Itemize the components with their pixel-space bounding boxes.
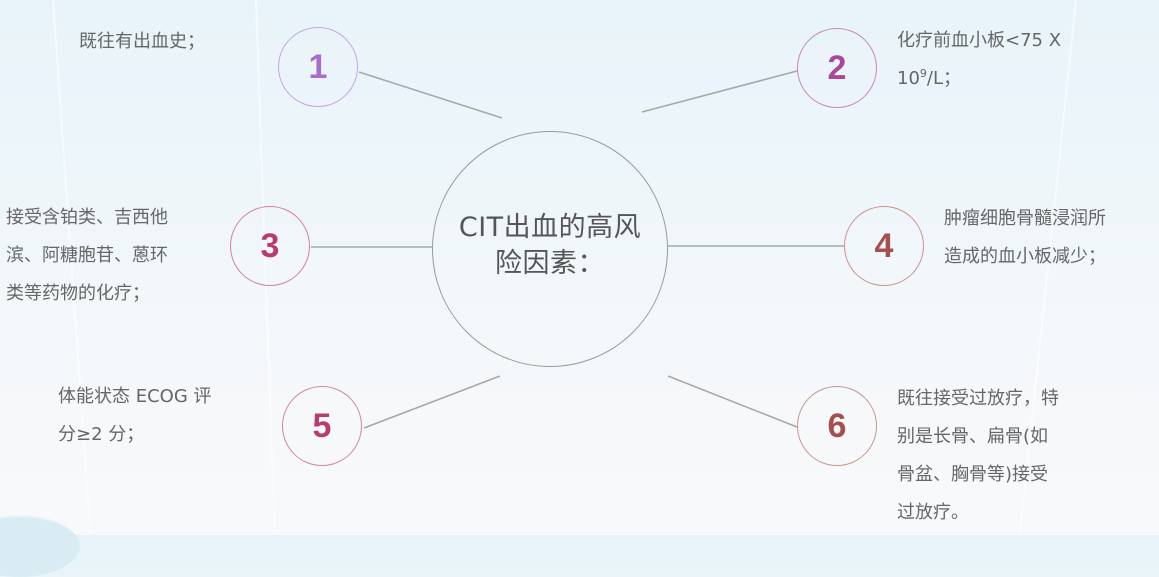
factor-6-text: 既往接受过放疗，特 别是长骨、扁骨(如 骨盆、胸骨等)接受 过放疗。 bbox=[897, 380, 1059, 532]
factor-6-number: 6 bbox=[827, 406, 847, 445]
factor-4-number: 4 bbox=[874, 226, 894, 265]
connector-6 bbox=[667, 375, 798, 428]
factor-5-line-1: 体能状态 ECOG 评 bbox=[58, 386, 212, 407]
factor-1-number: 1 bbox=[308, 47, 328, 86]
factor-2-text: 化疗前血小板<75 X 109/L； bbox=[897, 22, 1061, 98]
connector-5 bbox=[363, 375, 501, 429]
factor-3-circle: 3 bbox=[230, 206, 310, 286]
factor-3-number: 3 bbox=[260, 226, 280, 265]
factor-6-line-4: 过放疗。 bbox=[897, 502, 969, 523]
factor-2-circle: 2 bbox=[797, 28, 877, 108]
factor-1-circle: 1 bbox=[278, 27, 358, 107]
factor-6-line-3: 骨盆、胸骨等)接受 bbox=[897, 464, 1049, 485]
connector-1 bbox=[358, 71, 503, 119]
factor-5-number: 5 bbox=[312, 406, 332, 445]
factor-3-line-1: 接受含铂类、吉西他 bbox=[6, 207, 168, 228]
center-node: CIT出血的高风险因素： bbox=[432, 131, 668, 367]
factor-2-exponent: 9 bbox=[919, 67, 927, 80]
factor-2-line-1: 化疗前血小板<75 X bbox=[897, 30, 1062, 51]
connector-lines bbox=[311, 70, 844, 429]
factor-6-line-1: 既往接受过放疗，特 bbox=[897, 388, 1059, 409]
connector-2 bbox=[641, 70, 798, 113]
factor-2-base: 10 bbox=[897, 68, 920, 89]
factor-5-circle: 5 bbox=[282, 386, 362, 466]
factor-3-text: 接受含铂类、吉西他 滨、阿糖胞苷、蒽环 类等药物的化疗； bbox=[6, 199, 168, 313]
factor-4-text: 肿瘤细胞骨髓浸润所 造成的血小板减少； bbox=[944, 200, 1106, 276]
factor-4-line-2: 造成的血小板减少； bbox=[944, 246, 1106, 267]
factor-4-line-1: 肿瘤细胞骨髓浸润所 bbox=[944, 208, 1106, 229]
factor-3-line-2: 滨、阿糖胞苷、蒽环 bbox=[6, 245, 168, 266]
factor-2-number: 2 bbox=[827, 48, 847, 87]
factor-6-line-2: 别是长骨、扁骨(如 bbox=[897, 426, 1049, 447]
factor-4-circle: 4 bbox=[844, 206, 924, 286]
factor-2-unit: /L； bbox=[926, 68, 961, 89]
factor-1-text: 既往有出血史； bbox=[79, 23, 205, 61]
center-title: CIT出血的高风险因素： bbox=[458, 212, 642, 279]
factor-2-line-2: 109/L； bbox=[897, 60, 1061, 98]
factor-3-line-3: 类等药物的化疗； bbox=[6, 283, 150, 304]
factor-5-line-2: 分≥2 分； bbox=[58, 424, 145, 445]
factor-1-line-1: 既往有出血史； bbox=[79, 31, 205, 52]
factor-6-circle: 6 bbox=[797, 386, 877, 466]
factor-5-text: 体能状态 ECOG 评 分≥2 分； bbox=[58, 378, 212, 454]
